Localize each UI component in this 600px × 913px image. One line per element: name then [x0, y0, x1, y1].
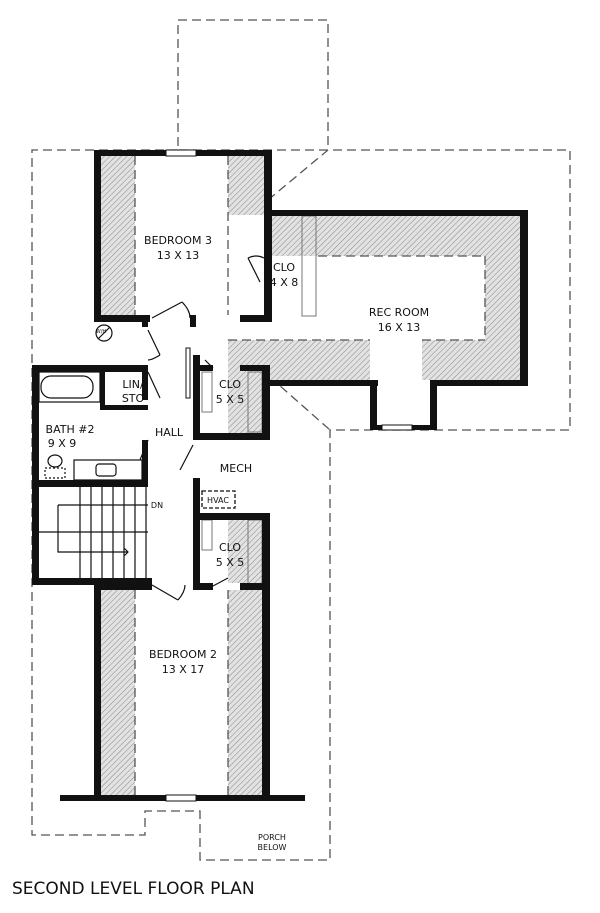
lin-sto-line1: LIN/	[122, 378, 144, 391]
bedroom3-size: 13 X 13	[157, 249, 200, 262]
clo-lower-name: CLO	[219, 541, 241, 554]
clo-upper-name: CLO	[219, 378, 241, 391]
mech-name: MECH	[220, 462, 252, 475]
hvac-unit	[201, 490, 236, 509]
clo-4x8-size: 4 X 8	[270, 276, 299, 289]
water-heater: W/H	[95, 324, 113, 342]
bedroom3-name: BEDROOM 3	[144, 234, 212, 247]
plan-title: SECOND LEVEL FLOOR PLAN	[12, 879, 255, 899]
bedroom2-name: BEDROOM 2	[149, 648, 217, 661]
water-heater-label: W/H	[96, 329, 107, 335]
clo-lower-size: 5 X 5	[216, 556, 245, 569]
rec-room-name: REC ROOM	[369, 306, 429, 319]
porch-line1: PORCH	[258, 833, 286, 842]
bedroom2-size: 13 X 17	[162, 663, 205, 676]
toilet	[44, 454, 66, 479]
rec-room-size: 16 X 13	[378, 321, 421, 334]
doors	[139, 255, 265, 601]
lin-sto-line2: STO	[122, 392, 145, 405]
knee-wall-hatching	[100, 156, 520, 795]
hall-name: HALL	[155, 426, 184, 439]
clo-upper-size: 5 X 5	[216, 393, 245, 406]
stairs-dn-label: DN	[151, 501, 163, 510]
bath2-name: BATH #2	[46, 423, 95, 436]
hvac-label: HVAC	[207, 496, 229, 505]
bathtub	[38, 371, 101, 403]
vanity-sink	[73, 459, 143, 481]
bath2-size: 9 X 9	[48, 437, 77, 450]
staircase	[39, 487, 148, 578]
porch-line2: BELOW	[258, 843, 287, 852]
clo-4x8-name: CLO	[273, 261, 295, 274]
walls	[32, 149, 528, 802]
